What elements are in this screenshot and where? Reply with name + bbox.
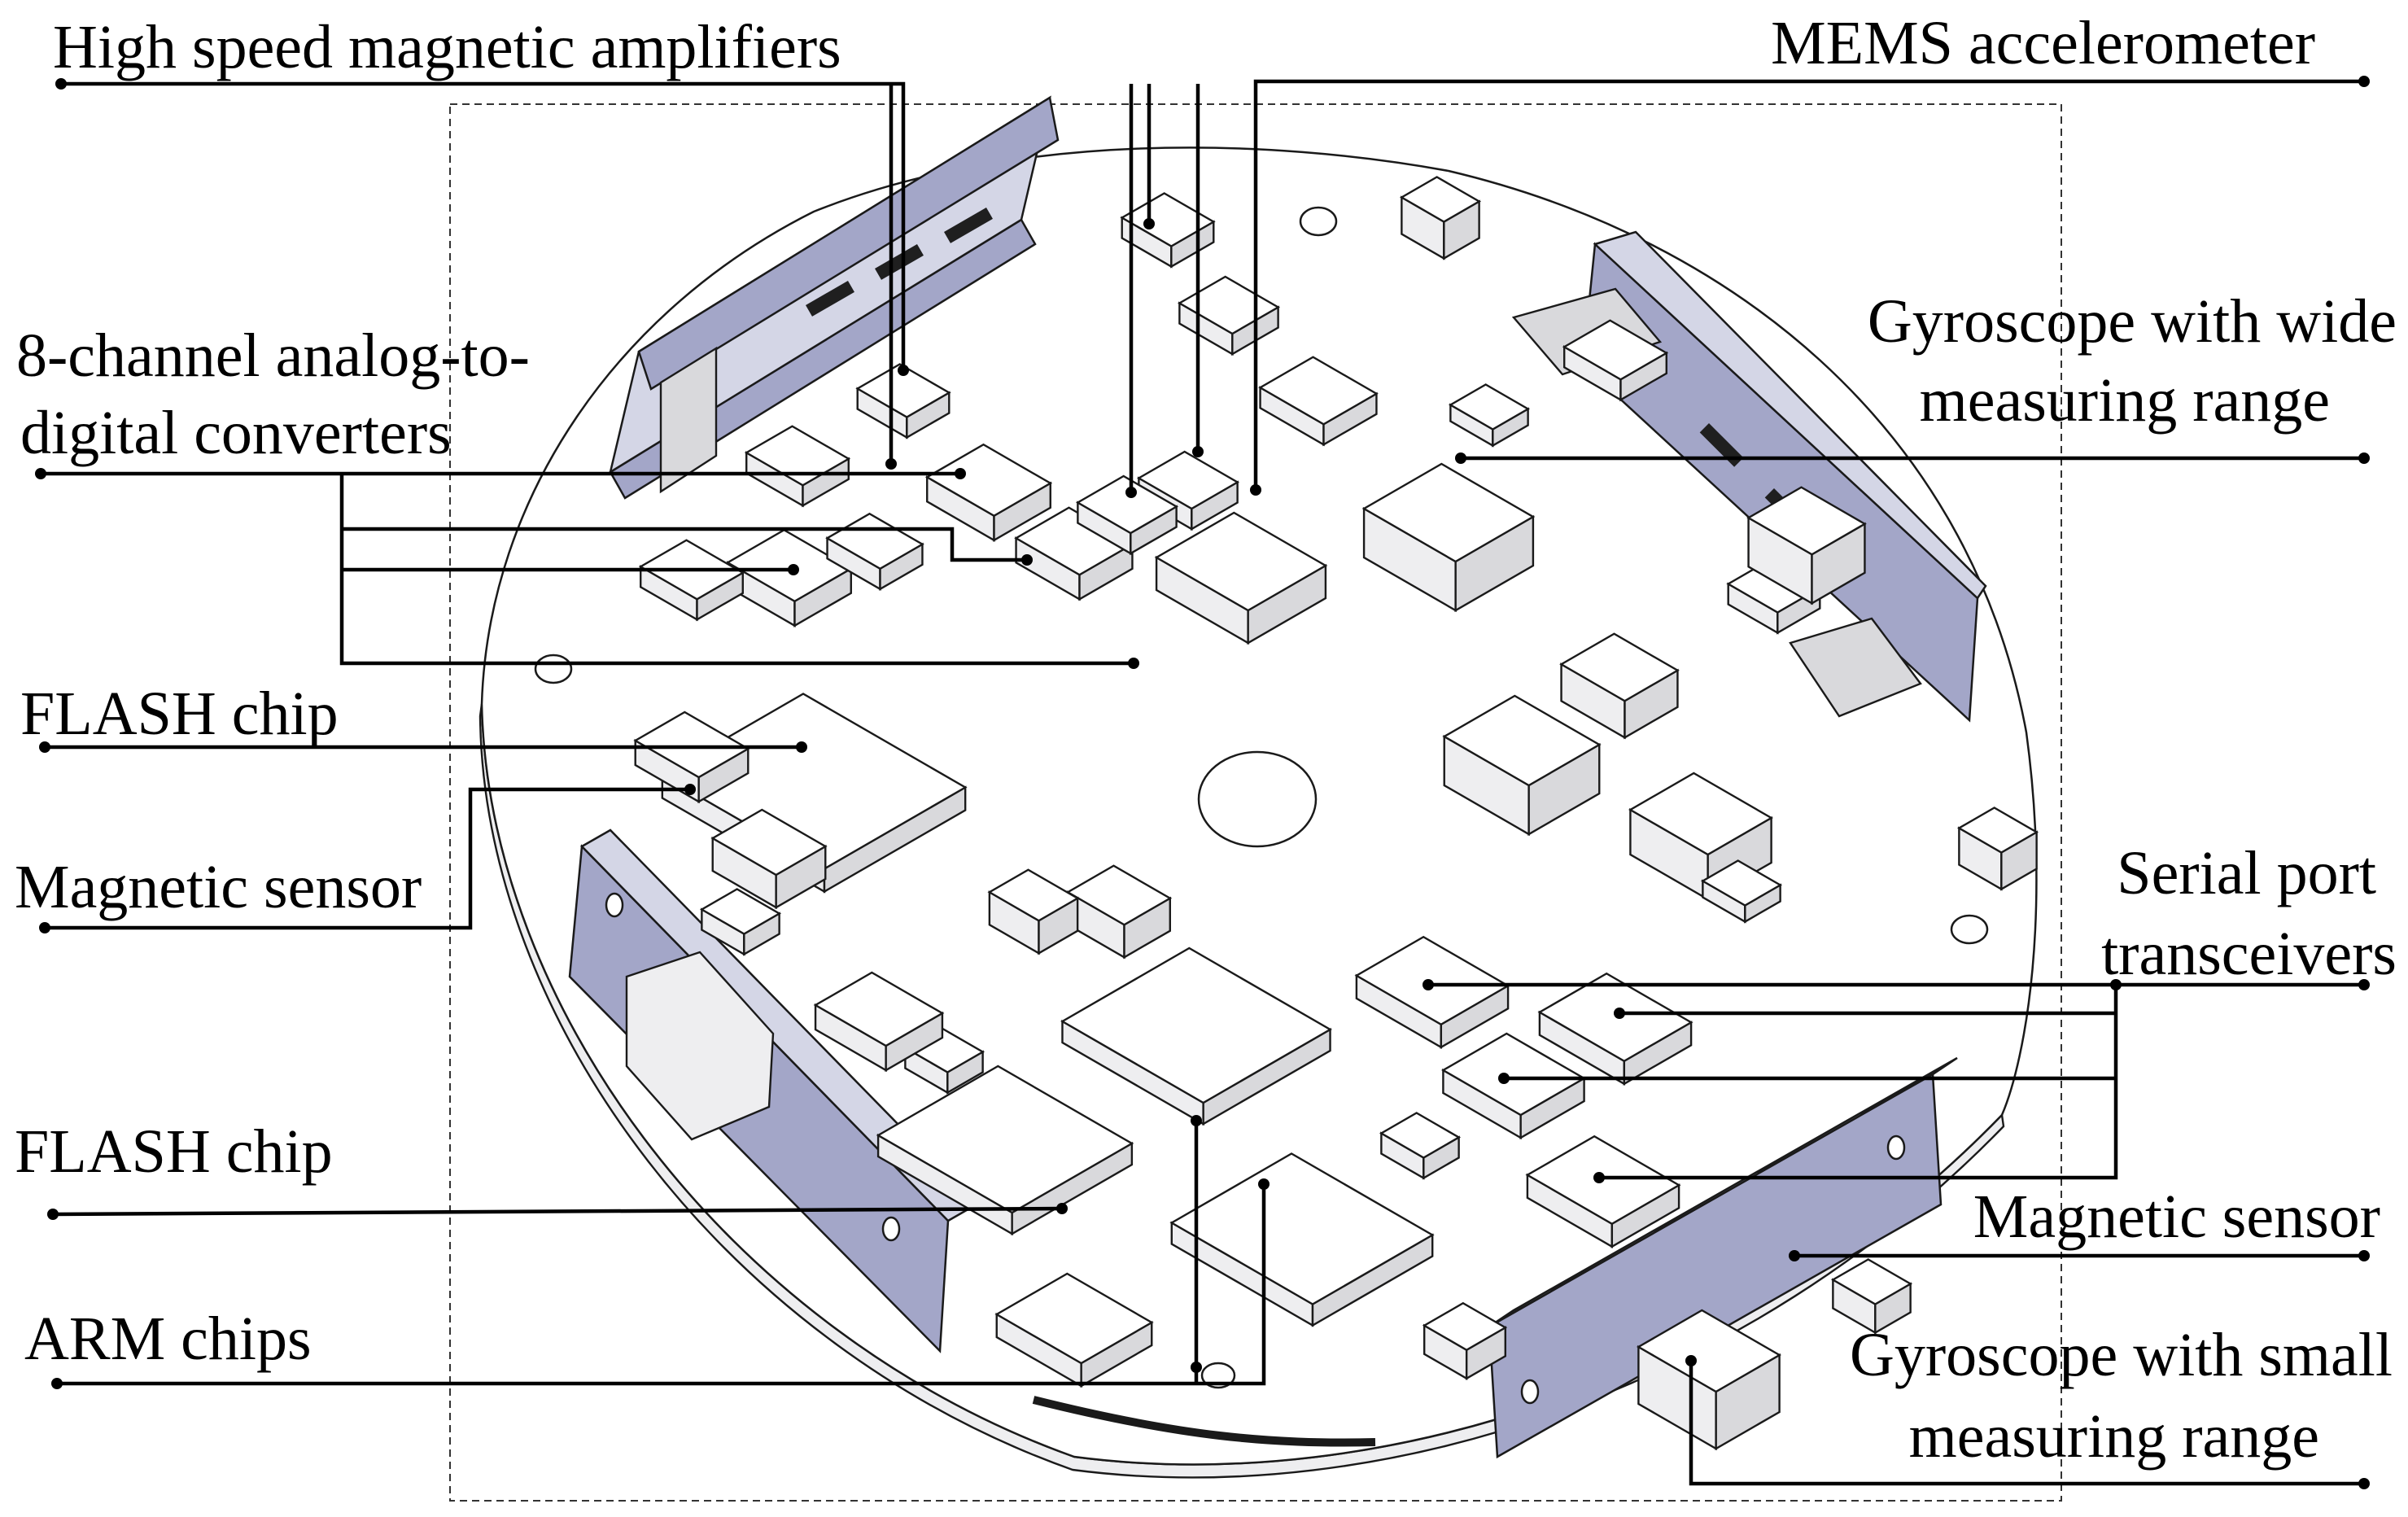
chip-box-face	[1746, 486, 1867, 556]
chip-box-face	[1177, 275, 1281, 335]
chip-box-face	[1422, 1301, 1508, 1352]
chip-box-face	[924, 443, 1053, 518]
chip-box-face	[1258, 356, 1379, 426]
leader-arm-chips	[51, 1115, 1270, 1389]
leader-flash-chip-2	[47, 1203, 1068, 1220]
leader-lines	[35, 76, 2370, 1489]
leader-mems-accelerometer	[1250, 76, 2370, 496]
label-adc-line2: digital converters	[20, 399, 452, 467]
chip-box-face	[1075, 474, 1179, 535]
chip-box-face	[1065, 864, 1173, 926]
leader-high-speed-amplifiers	[55, 78, 1204, 498]
chip-box-face	[1169, 1152, 1435, 1305]
label-adc-line1: 8-channel analog-to-	[16, 321, 530, 390]
leader-adc	[35, 468, 1139, 669]
connector-top-right	[1511, 230, 1987, 723]
leader-serial-transceivers	[1423, 979, 2370, 1183]
mounting-hole	[1299, 206, 1338, 237]
chip-box-face	[1559, 632, 1680, 702]
chip-box-face	[1361, 462, 1536, 563]
leader-gyro-small	[1685, 1355, 2370, 1489]
mounting-hole	[1950, 914, 1989, 945]
chip-box-face	[699, 888, 782, 935]
leader-flash-chip-1	[39, 741, 807, 753]
label-serial-line1: Serial port	[2117, 839, 2376, 907]
chip-components	[633, 176, 2039, 1451]
label-flash-chip-1: FLASH chip	[20, 680, 339, 748]
label-gyro-small-line2: measuring range	[1909, 1402, 2319, 1471]
connector-bottom-right	[1488, 1056, 1958, 1459]
chip-box-face	[1700, 859, 1783, 907]
text-labels: High speed magnetic amplifiers MEMS acce…	[15, 9, 2397, 1471]
leader-magnetic-sensor-1	[39, 784, 696, 933]
chip-box-face	[876, 1065, 1134, 1214]
label-arm-chips: ARM chips	[24, 1305, 312, 1373]
chip-box-face	[1448, 383, 1531, 431]
chip-box-face	[987, 868, 1080, 922]
label-high-speed-amplifiers: High speed magnetic amplifiers	[53, 13, 841, 81]
label-gyro-wide-line2: measuring range	[1920, 366, 2330, 435]
chip-box-face	[1562, 319, 1669, 381]
mounting-hole	[1200, 1362, 1236, 1389]
leader-magnetic-sensor-2	[1789, 1250, 2370, 1261]
label-flash-chip-2: FLASH chip	[15, 1117, 333, 1186]
label-gyro-small-line1: Gyroscope with small	[1850, 1321, 2393, 1389]
label-magnetic-sensor-1: Magnetic sensor	[15, 853, 422, 921]
chip-box-face	[813, 971, 945, 1047]
chip-box-face	[710, 808, 828, 877]
label-mems-accelerometer: MEMS accelerometer	[1771, 9, 2315, 77]
label-serial-line2: transceivers	[2101, 920, 2397, 988]
label-magnetic-sensor-2: Magnetic sensor	[1973, 1183, 2380, 1251]
chip-box-face	[1399, 176, 1482, 223]
mounting-hole	[534, 654, 573, 684]
connector-top-left	[609, 95, 1060, 500]
chip-box-face	[1154, 511, 1328, 612]
chip-box-face	[1060, 946, 1332, 1104]
chip-box-face	[1442, 694, 1602, 787]
label-gyro-wide-line1: Gyroscope with wide	[1868, 287, 2397, 356]
chip-box-face	[1136, 450, 1240, 510]
chip-box-face	[1956, 807, 2039, 854]
center-hole	[1197, 750, 1318, 848]
chip-box-face	[1628, 772, 1774, 856]
chip-box-face	[1379, 1112, 1462, 1159]
connector-bottom-left	[568, 828, 979, 1353]
chip-box-face	[1830, 1258, 1913, 1305]
chip-box-face	[994, 1272, 1154, 1365]
leader-gyro-wide	[1455, 452, 2370, 464]
